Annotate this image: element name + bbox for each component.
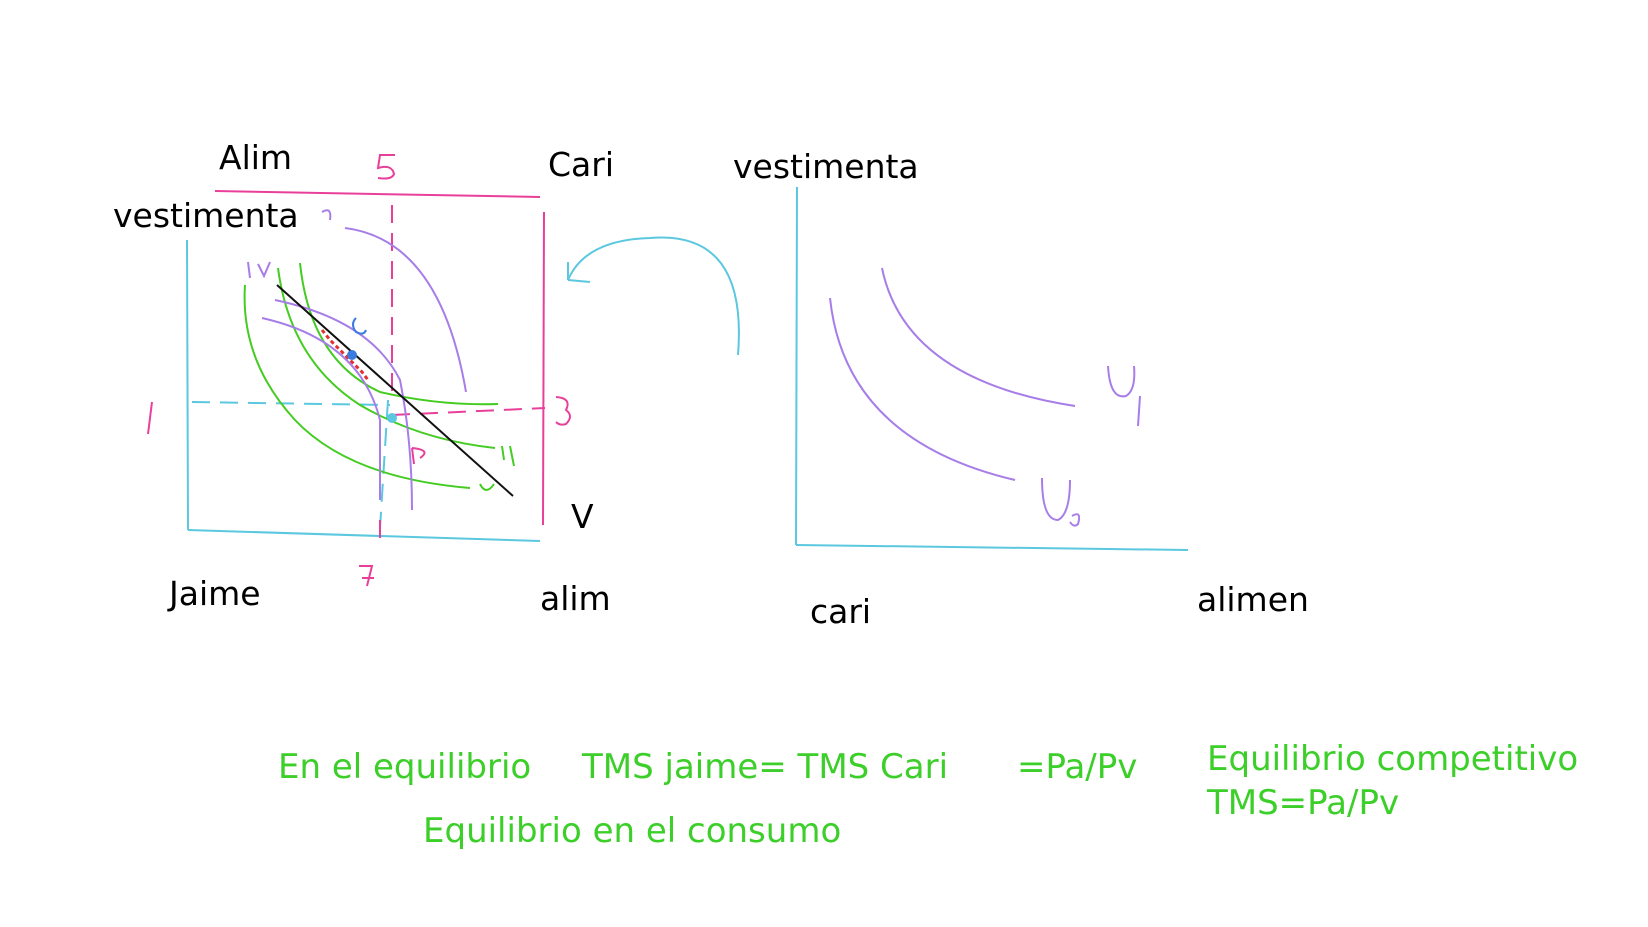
box-right-side-label: V (571, 497, 594, 536)
jaime-vertical-axis (186, 239, 189, 531)
contract-curve (320, 329, 370, 381)
consumer-vertical-axis (795, 186, 798, 546)
cari-vertical-axis (542, 211, 545, 526)
jaime-indifference-curves (243, 262, 515, 491)
jaime-horizontal-axis (187, 529, 541, 542)
consumer-horizontal-axis (795, 544, 1189, 551)
jaime-curve-u1 (277, 267, 496, 449)
mark-1-left (147, 401, 153, 435)
allocation-guides (191, 205, 546, 529)
cari-axes (214, 190, 545, 526)
equilibrium-label (352, 317, 367, 335)
consumer-axes (795, 186, 1189, 551)
box-bottom-right-label: alim (540, 579, 611, 618)
initial-endowment-point (387, 413, 397, 423)
cari-horizontal-axis (214, 190, 541, 198)
box-left-axis-label: vestimenta (113, 196, 299, 235)
vertical-dashed-line-lower (379, 399, 389, 529)
jaime-curve-label-u0 (479, 483, 495, 491)
note-equilibrium: En el equilibrio (278, 747, 532, 787)
jaime-curve-label-u1 (501, 445, 515, 467)
horizontal-dashed-line (191, 401, 391, 406)
cari-curve-outer (344, 227, 467, 393)
mark-7-bottom (359, 565, 374, 587)
jaime-curve-u0 (243, 284, 471, 489)
consumer-x-axis-label: alimen (1197, 580, 1309, 619)
cari-indifference-curves (247, 209, 467, 511)
note-consumption-equilibrium: Equilibrio en el consumo (423, 811, 842, 851)
cari-curve-middle (274, 299, 413, 511)
curve-label-u1 (1107, 365, 1141, 427)
cari-curve-label-top (321, 209, 332, 221)
note-tms-price: TMS=Pa/Pv (1207, 783, 1400, 823)
curve-label-u0 (1041, 477, 1081, 527)
mark-p (411, 447, 426, 465)
mark-5 (376, 154, 396, 180)
jaime-axes (186, 239, 541, 542)
mark-3-right (555, 396, 571, 426)
cari-curve-label (247, 261, 271, 279)
curve-u1 (881, 267, 1076, 407)
note-price-ratio: =Pa/Pv (1017, 747, 1138, 787)
equilibrium-point (347, 350, 357, 360)
note-tms-condition: TMS jaime= TMS Cari (582, 747, 949, 787)
consumer-y-axis-label: vestimenta (733, 147, 919, 186)
note-competitive-equilibrium: Equilibrio competitivo (1207, 739, 1579, 779)
arrow-icon (567, 236, 740, 356)
consumer-indifference-curves (829, 267, 1141, 527)
box-top-left-label: Alim (219, 138, 293, 177)
jaime-curve-u2 (299, 262, 499, 406)
price-line (276, 284, 514, 497)
box-bottom-left-label: Jaime (169, 574, 261, 613)
consumer-origin-label: cari (810, 592, 872, 631)
curve-u0 (829, 297, 1016, 481)
horizontal-dashed-line-right (391, 407, 546, 416)
handwritten-numbers (147, 154, 571, 587)
box-top-right-label: Cari (548, 145, 614, 184)
cari-curve-inner (261, 317, 382, 500)
